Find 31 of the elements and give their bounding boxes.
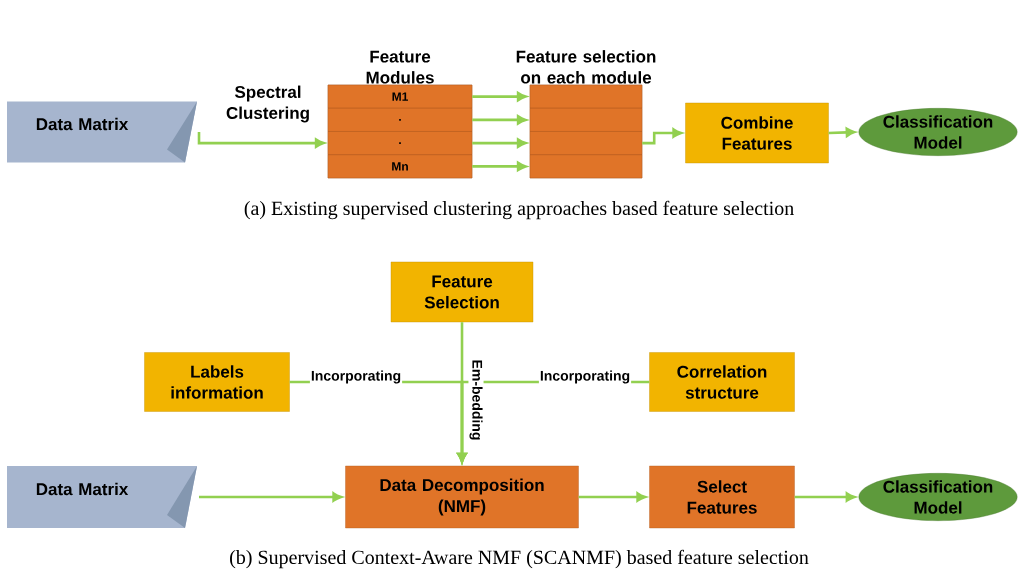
- arrow: [472, 115, 527, 125]
- arrow: [828, 127, 856, 138]
- module-row: M1: [327, 84, 473, 109]
- arrow: [197, 132, 325, 148]
- arrow: [794, 492, 856, 502]
- arrow: [578, 492, 647, 502]
- caption: (b) Supervised Context-Aware NMF (SCANMF) based feature selection: [230, 549, 809, 569]
- selection-row: [529, 84, 643, 109]
- process-box: Labels information: [144, 352, 290, 412]
- module-row: Mn: [327, 154, 473, 179]
- edge-label: Em-bedding: [468, 358, 484, 442]
- arrow: [472, 161, 527, 172]
- caption: (a) Existing supervised clustering approaches based feature selection: [244, 200, 794, 220]
- module-row: .: [327, 131, 473, 155]
- edge-label: Spectral Clustering: [226, 85, 309, 123]
- arrow: [472, 138, 527, 148]
- process-box: Correlation structure: [649, 352, 795, 412]
- arrow: [199, 492, 343, 502]
- node-label: Feature selection on each module: [516, 50, 656, 84]
- arrow: [642, 128, 683, 145]
- process-box: Data Decomposition (NMF): [345, 465, 579, 529]
- selection-row: [529, 108, 643, 132]
- edge-label: Incorporating: [309, 369, 403, 385]
- selection-row: [529, 154, 643, 179]
- process-box: Combine Features: [685, 102, 829, 164]
- process-box: Select Features: [649, 465, 795, 529]
- process-box: Feature Selection: [390, 261, 534, 323]
- module-row: .: [327, 108, 473, 132]
- edge-label: Incorporating: [538, 369, 632, 385]
- node-label: Feature Modules: [366, 50, 434, 84]
- selection-row: [529, 131, 643, 155]
